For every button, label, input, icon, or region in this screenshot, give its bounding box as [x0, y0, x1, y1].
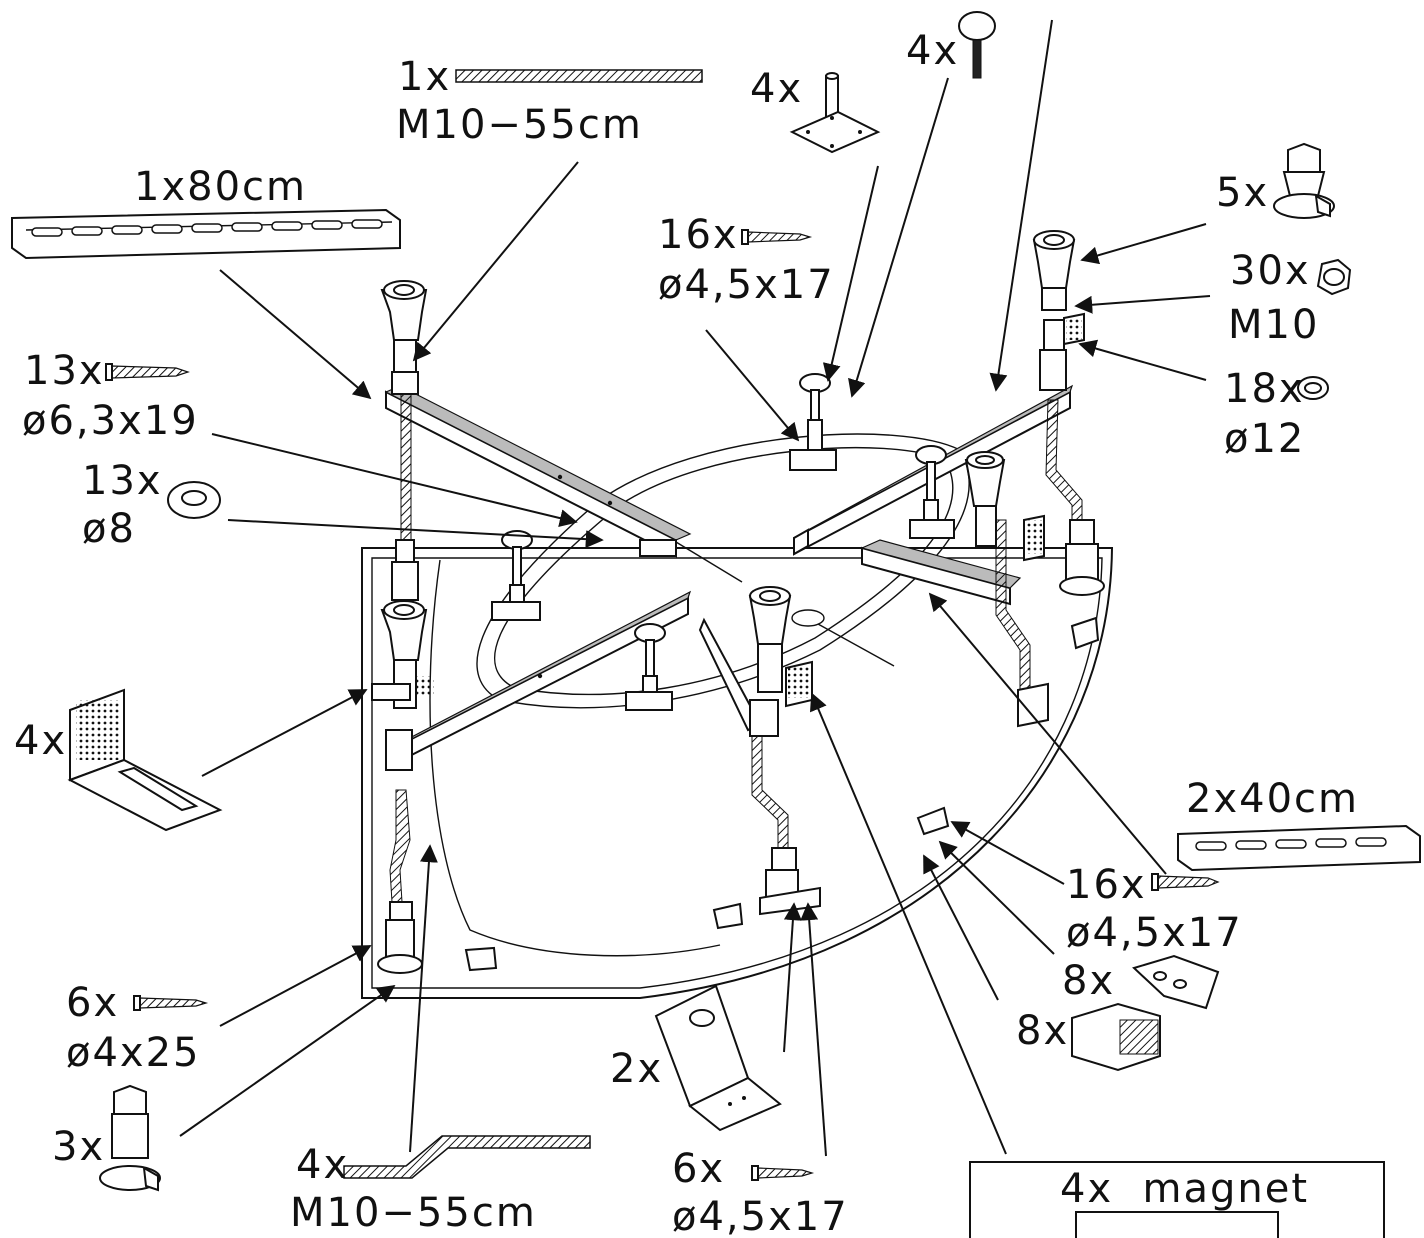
callout-arrows — [179, 19, 1211, 1157]
part-screw-16-right: 16x ø4,5x17 — [1066, 862, 1243, 956]
rail-rod-qty: 1x — [398, 54, 451, 100]
rail-rod-size: M10−55cm — [396, 102, 643, 148]
cap-qty: 8x — [1016, 1008, 1069, 1054]
screw6b-qty: 6x — [672, 1146, 725, 1192]
magnet-label: 4x magnet — [1060, 1166, 1309, 1212]
legs-installed — [377, 230, 1105, 974]
part-bent-rod: 4x M10−55cm — [290, 1135, 591, 1236]
rail-40cm-installed — [698, 539, 1022, 732]
part-screw-16-top: 16x ø4,5x17 — [658, 212, 835, 308]
washer8-qty: 13x — [82, 458, 163, 504]
leg5-qty: 5x — [1216, 170, 1269, 216]
rod-straight-icon — [455, 69, 703, 83]
washer12-qty: 18x — [1224, 366, 1305, 412]
part-screw-6-left: 6x ø4x25 — [66, 980, 209, 1076]
rail40-label: 2x40cm — [1186, 776, 1359, 822]
part-screw-6-bottom: 6x ø4,5x17 — [672, 1146, 849, 1238]
nut-size: M10 — [1228, 302, 1319, 348]
part-washer-12: 18x ø12 — [1224, 366, 1329, 462]
edge-cap-icon — [1071, 1002, 1161, 1072]
rod4-size: M10−55cm — [290, 1190, 537, 1236]
part-angle-bracket: 4x — [14, 688, 223, 832]
mushroom-bolt-icon — [958, 11, 996, 79]
z-bracket-icon — [654, 984, 782, 1132]
screw-icon — [1151, 873, 1220, 891]
part-foot-plate: 4x — [750, 66, 881, 154]
rod4-qty: 4x — [296, 1142, 349, 1188]
part-washer-8: 13x ø8 — [82, 458, 221, 552]
rail-channel-40cm-icon — [1177, 824, 1421, 872]
bracket-qty: 2x — [610, 1046, 663, 1092]
clip-qty: 8x — [1062, 958, 1115, 1004]
part-cap: 8x — [1016, 1002, 1161, 1072]
part-leg-5: 5x — [1216, 142, 1335, 219]
part-rail-80cm: 1x80cm — [11, 164, 401, 260]
adjustable-leg-icon — [1273, 142, 1335, 219]
rail-channel-80cm-icon — [11, 208, 401, 260]
hex-nut-icon — [1316, 258, 1352, 296]
rail80-label: 1x80cm — [134, 164, 307, 210]
foot-plate-qty: 4x — [750, 66, 803, 112]
angle-qty: 4x — [14, 718, 67, 764]
screw-icon — [133, 995, 209, 1011]
part-mushroom-bolt: 4x — [906, 11, 996, 79]
magnet-icon — [1075, 1211, 1279, 1238]
screw6a-qty: 6x — [66, 980, 119, 1026]
nut-qty: 30x — [1230, 248, 1311, 294]
part-magnet-box: 4x magnet — [969, 1161, 1385, 1238]
screw16a-qty: 16x — [658, 212, 739, 258]
part-z-bracket: 2x — [610, 984, 782, 1132]
foot-plate-icon — [789, 72, 881, 154]
leg3-qty: 3x — [52, 1124, 105, 1170]
feet-with-plates-installed — [491, 373, 955, 711]
angle-plates-installed — [371, 312, 1085, 708]
bent-rod-icon — [343, 1135, 591, 1179]
screw13-qty: 13x — [24, 348, 105, 394]
screw16b-size: ø4,5x17 — [1066, 910, 1243, 956]
spring-clip-icon — [1132, 954, 1220, 1010]
part-clip: 8x — [1062, 954, 1220, 1010]
washer8-size: ø8 — [82, 506, 136, 552]
adjustable-leg-icon — [99, 1084, 161, 1192]
part-rail-40cm: 2x40cm — [1177, 776, 1421, 872]
washer12-size: ø12 — [1224, 416, 1305, 462]
washer-icon — [167, 481, 221, 519]
screw13-size: ø6,3x19 — [22, 398, 199, 444]
clips-installed — [464, 616, 1100, 972]
part-rail-rod: 1x M10−55cm — [396, 54, 703, 148]
washer-icon — [1297, 376, 1329, 400]
rail-80cm-installed — [384, 385, 692, 558]
part-nut: 30x M10 — [1228, 248, 1352, 348]
screw-icon — [741, 229, 813, 245]
screw6b-size: ø4,5x17 — [672, 1194, 849, 1238]
screw16b-qty: 16x — [1066, 862, 1147, 908]
perforated-angle-bracket-icon — [67, 688, 223, 832]
bolt-qty: 4x — [906, 28, 959, 74]
screw6a-size: ø4x25 — [66, 1030, 201, 1076]
screw-icon — [105, 363, 190, 381]
screw16a-size: ø4,5x17 — [658, 262, 835, 308]
part-leg-3: 3x — [52, 1084, 161, 1192]
screw-icon — [751, 1165, 815, 1181]
part-screw-13: 13x ø6,3x19 — [22, 348, 199, 444]
